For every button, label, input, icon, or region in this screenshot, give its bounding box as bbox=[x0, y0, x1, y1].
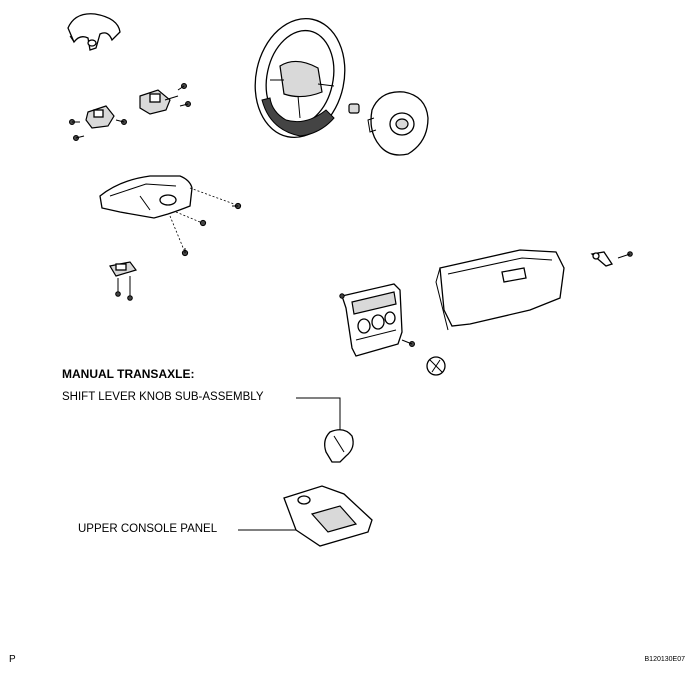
glove-box-damper bbox=[590, 251, 633, 267]
figure-id: B120130E07 bbox=[644, 656, 685, 663]
page-marker: P bbox=[9, 654, 16, 665]
heater-control-knob bbox=[426, 356, 446, 376]
horn-button-assembly bbox=[367, 91, 429, 156]
upper-column-cover bbox=[67, 13, 121, 51]
wiper-switch bbox=[85, 105, 115, 129]
screws-lower-cover bbox=[169, 187, 242, 257]
steering-wheel bbox=[254, 17, 346, 139]
center-cluster-panel bbox=[339, 283, 415, 357]
manual-transaxle-heading: MANUAL TRANSAXLE: bbox=[62, 367, 195, 381]
upper-console-panel-label: UPPER CONSOLE PANEL bbox=[78, 523, 218, 535]
lower-column-cover bbox=[99, 175, 193, 219]
upper-console-panel bbox=[238, 485, 373, 547]
shift-lever-knob bbox=[296, 397, 354, 463]
turn-signal-switch bbox=[139, 89, 179, 115]
shift-lever-knob-label: SHIFT LEVER KNOB SUB-ASSEMBLY bbox=[62, 391, 264, 403]
transponder-key-amplifier bbox=[109, 261, 137, 301]
steering-wheel-nut bbox=[348, 103, 360, 114]
screws-switches bbox=[69, 83, 191, 141]
glove-compartment-door bbox=[435, 249, 565, 331]
